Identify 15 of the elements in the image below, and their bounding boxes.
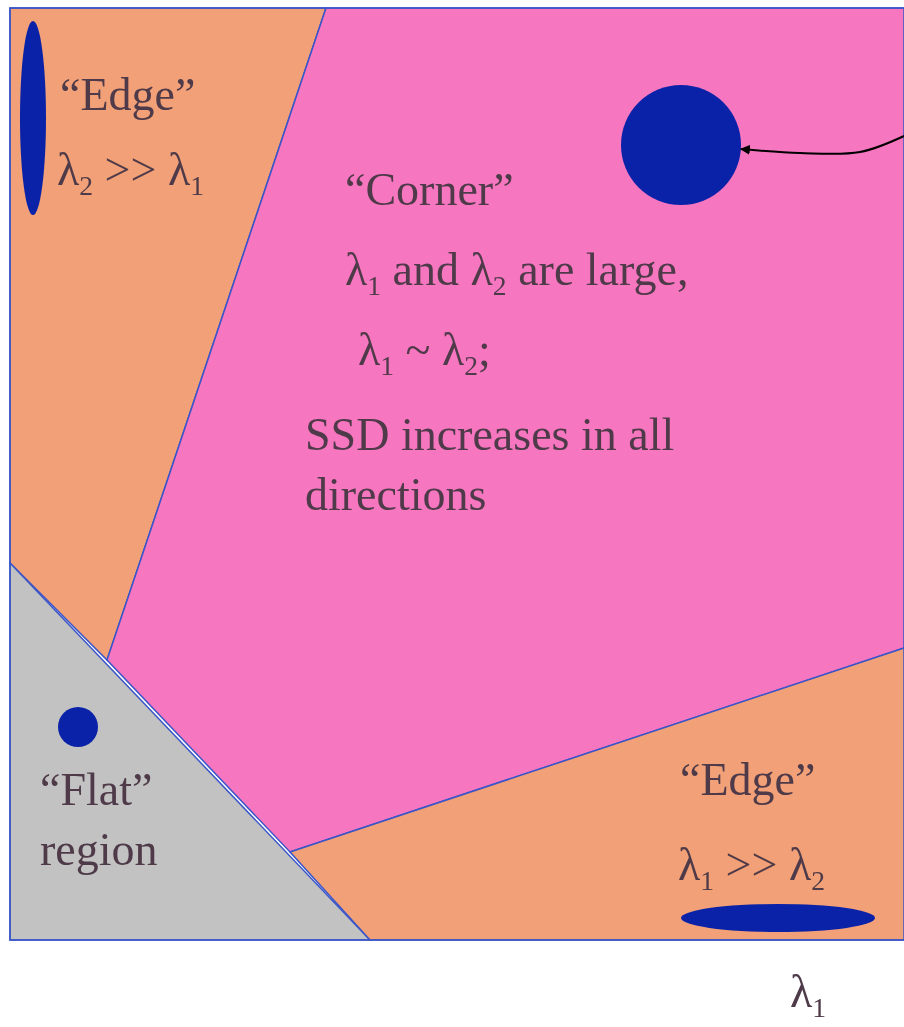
blob-circle bbox=[58, 707, 98, 747]
blob-ellipse bbox=[681, 904, 875, 932]
region-text: λ$_{1}$ ~ λ$_{2}$; bbox=[358, 323, 491, 380]
region-text: λ$_{1}$ >> λ$_{2}$ bbox=[678, 838, 826, 895]
axis-label: λ$_{1}$ bbox=[790, 965, 827, 1022]
region-heading: “Edge” bbox=[60, 68, 196, 122]
blob-circle bbox=[621, 85, 741, 205]
region-text: λ$_{1}$ and λ$_{2}$ are large, bbox=[345, 243, 689, 300]
region-text: λ$_{2}$ >> λ$_{1}$ bbox=[57, 143, 205, 200]
region-text: SSD increases in all directions bbox=[305, 408, 676, 522]
arrow bbox=[739, 135, 904, 155]
blob-ellipse bbox=[20, 21, 46, 215]
region-heading: “Flat” region bbox=[40, 763, 159, 877]
region-heading: “Edge” bbox=[680, 753, 816, 807]
region-heading: “Corner” bbox=[345, 163, 514, 217]
